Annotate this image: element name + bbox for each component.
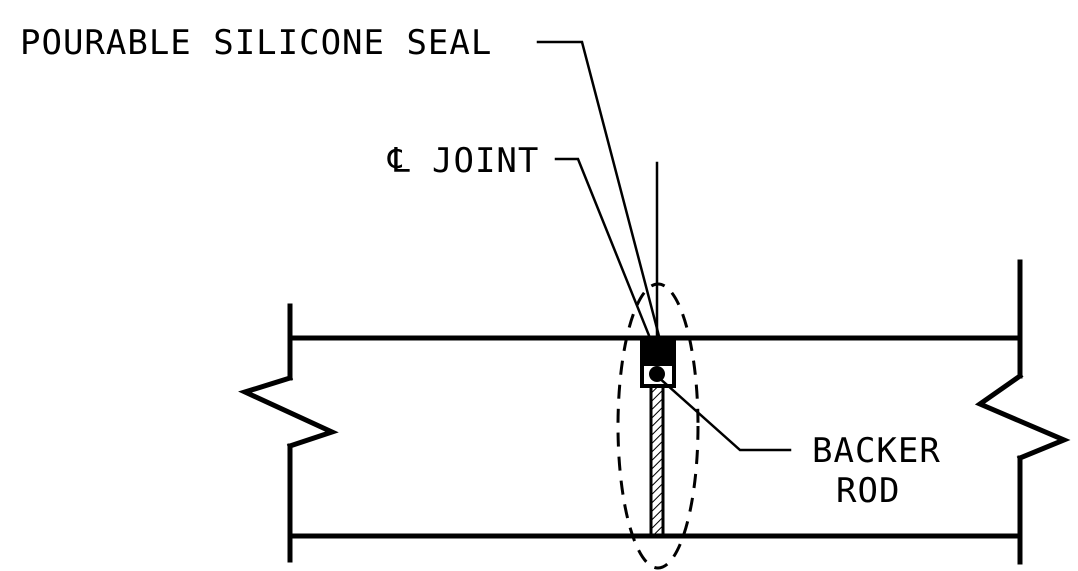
leader-centerline-joint bbox=[554, 157, 652, 340]
leader-pourable-silicone-seal bbox=[536, 40, 662, 342]
right-break-zigzag bbox=[974, 372, 1071, 462]
left-break-zigzag bbox=[238, 374, 339, 450]
label-rod: ROD bbox=[836, 471, 900, 511]
pourable-silicone-seal-fill bbox=[644, 340, 672, 366]
label-pourable-silicone-seal: POURABLE SILICONE SEAL bbox=[20, 23, 492, 63]
label-centerline-symbol: ℄ bbox=[387, 141, 411, 181]
label-joint: JOINT bbox=[432, 141, 539, 181]
label-backer: BACKER bbox=[812, 431, 941, 471]
joint-sawcut-hatch bbox=[649, 384, 665, 538]
leader-backer-rod bbox=[655, 374, 792, 452]
